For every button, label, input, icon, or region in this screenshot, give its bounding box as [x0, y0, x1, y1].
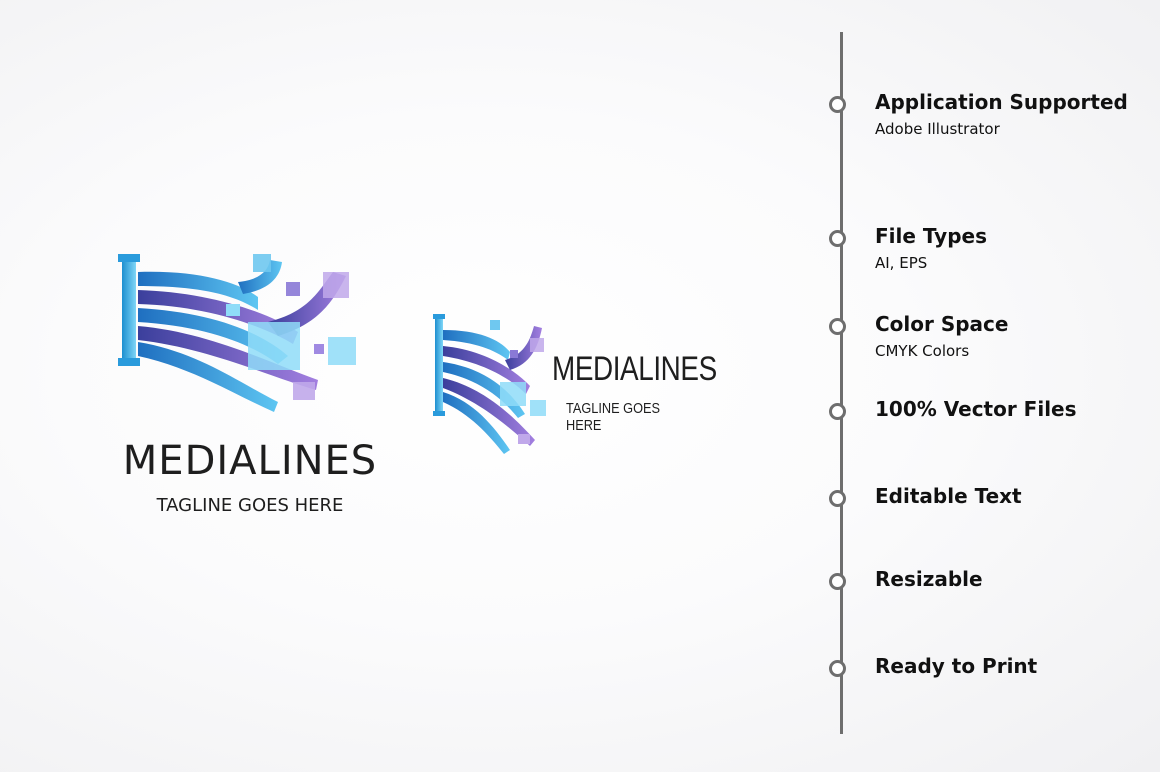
timeline-line	[840, 32, 843, 734]
timeline-dot-icon	[829, 318, 846, 335]
timeline-dot-icon	[829, 96, 846, 113]
feature-title: Color Space	[875, 312, 1009, 336]
logo-small: MEDIALINES TAGLINE GOES HERE	[430, 310, 717, 470]
feature-title: Application Supported	[875, 90, 1128, 114]
brand-name-small: MEDIALINES	[552, 350, 717, 388]
feature-subtitle: CMYK Colors	[875, 342, 970, 360]
timeline-dot-icon	[829, 403, 846, 420]
timeline-dot-icon	[829, 230, 846, 247]
feature-title: Ready to Print	[875, 654, 1038, 678]
brand-name: MEDIALINES	[122, 438, 378, 484]
feature-subtitle: Adobe Illustrator	[875, 120, 1000, 138]
timeline-dot-icon	[829, 660, 846, 677]
feature-title: Resizable	[875, 567, 983, 591]
feature-title: 100% Vector Files	[875, 397, 1077, 421]
feature-title: Editable Text	[875, 484, 1022, 508]
medialines-logo-mark-small	[433, 314, 546, 454]
timeline-dot-icon	[829, 490, 846, 507]
medialines-logo-mark	[118, 254, 356, 412]
logo-large: MEDIALINES TAGLINE GOES HERE	[100, 240, 400, 530]
timeline-dot-icon	[829, 573, 846, 590]
tagline: TAGLINE GOES HERE	[156, 495, 344, 516]
tagline-small: TAGLINE GOES HERE	[566, 400, 661, 434]
feature-subtitle: AI, EPS	[875, 254, 928, 272]
feature-title: File Types	[875, 224, 987, 248]
